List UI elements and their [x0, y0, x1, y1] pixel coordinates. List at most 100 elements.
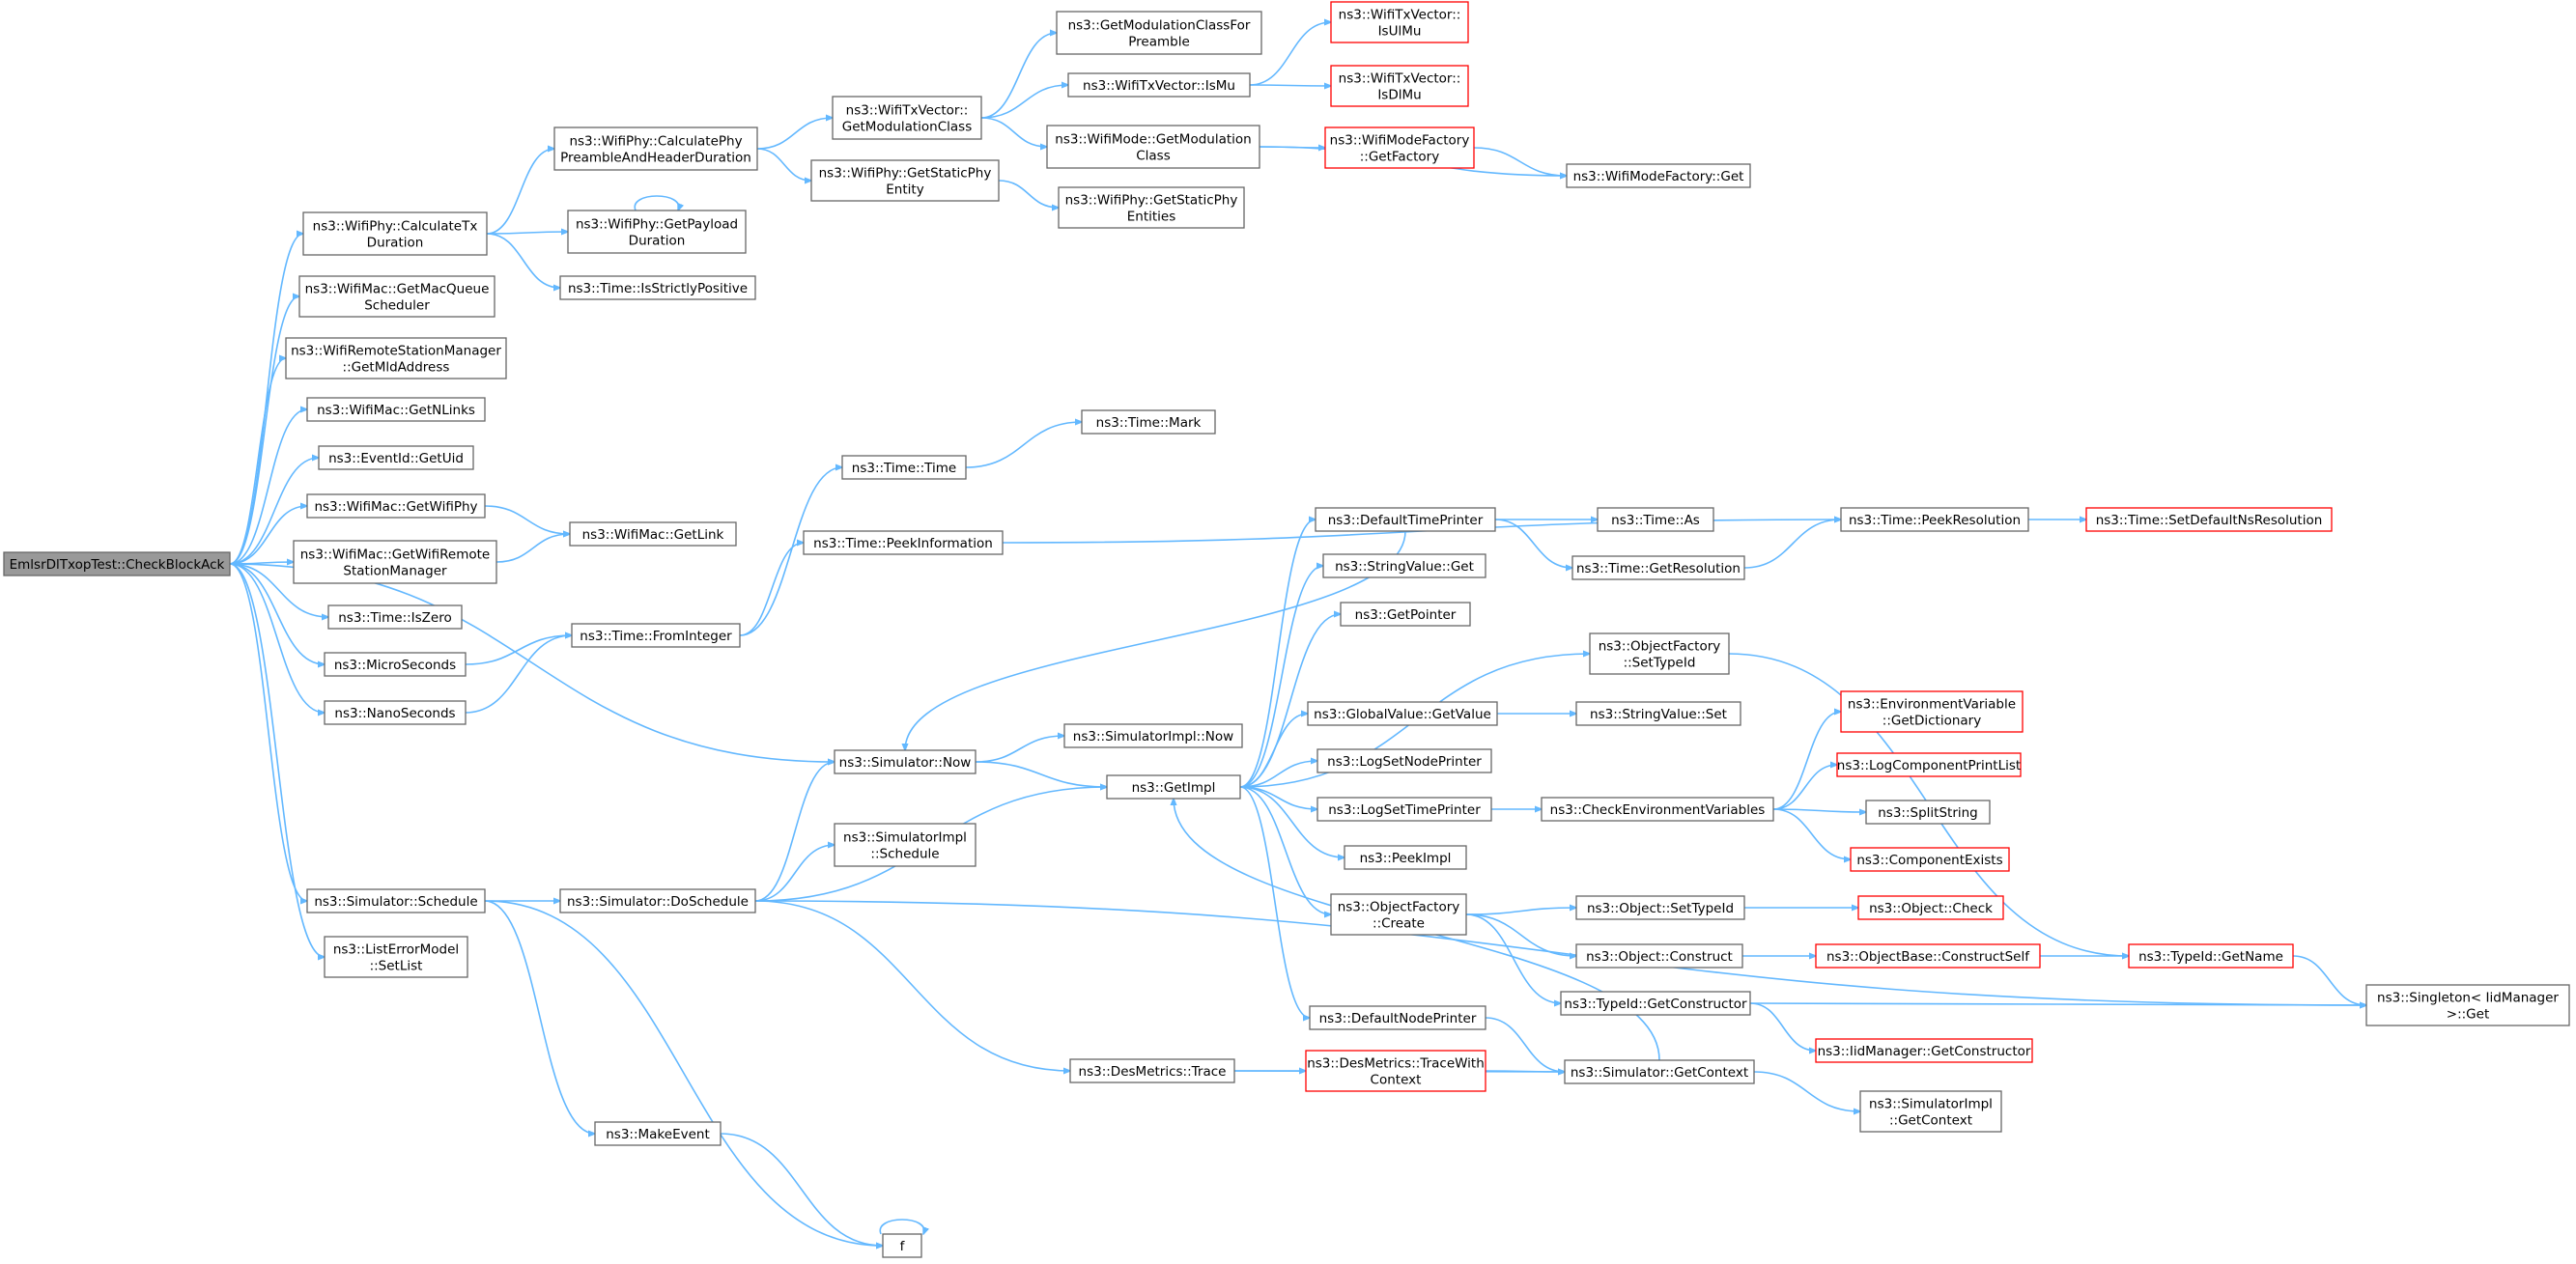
node-checkenvvars[interactable]: ns3::CheckEnvironmentVariables — [1541, 797, 1774, 822]
node-sim-schedule[interactable]: ns3::Simulator::Schedule — [306, 888, 486, 913]
node-iidmgr-getctor[interactable]: ns3::IidManager::GetConstructor — [1815, 1038, 2033, 1063]
edge-getpayload-to-getpayload — [634, 195, 678, 211]
node-box — [302, 211, 488, 256]
node-modefactory-get[interactable]: ns3::WifiModeFactory::Get — [1566, 163, 1751, 188]
node-microseconds[interactable]: ns3::MicroSeconds — [324, 652, 467, 677]
node-objfactory-settypeid[interactable]: ns3::ObjectFactory::SetTypeId — [1589, 632, 1730, 675]
node-singleton-get[interactable]: ns3::Singleton< IidManager>::Get — [2365, 984, 2570, 1026]
node-label: ns3::Simulator::DoSchedule — [567, 894, 749, 910]
node-isstrictlypos[interactable]: ns3::Time::IsStrictlyPositive — [559, 275, 756, 300]
node-eventid-getuid[interactable]: ns3::EventId::GetUid — [318, 445, 474, 470]
node-label: ns3::EnvironmentVariable — [1848, 697, 2016, 713]
edge-root-to-getwifiphy — [229, 506, 307, 565]
node-time-time[interactable]: ns3::Time::Time — [841, 455, 967, 480]
node-getnlinks[interactable]: ns3::WifiMac::GetNLinks — [306, 397, 486, 422]
node-label: ns3::WifiMac::GetWifiPhy — [314, 499, 477, 515]
node-time-setdefaultres[interactable]: ns3::Time::SetDefaultNsResolution — [2085, 507, 2333, 532]
node-getimpl[interactable]: ns3::GetImpl — [1106, 774, 1241, 800]
node-time-mark[interactable]: ns3::Time::Mark — [1081, 409, 1216, 435]
node-label: ::SetList — [370, 959, 423, 974]
node-label: ns3::StringValue::Set — [1590, 707, 1727, 722]
node-modefactory-getfactory[interactable]: ns3::WifiModeFactory::GetFactory — [1324, 126, 1475, 169]
node-label: ::GetContext — [1889, 1113, 1972, 1129]
node-getmldaddr[interactable]: ns3::WifiRemoteStationManager::GetMldAdd… — [285, 337, 507, 379]
node-time-getres[interactable]: ns3::Time::GetResolution — [1571, 555, 1745, 580]
node-seterrlist[interactable]: ns3::ListErrorModel::SetList — [324, 936, 468, 978]
node-globalvalue-get[interactable]: ns3::GlobalValue::GetValue — [1307, 701, 1498, 726]
node-txvec-getmod[interactable]: ns3::WifiTxVector::GetModulationClass — [832, 96, 982, 140]
node-time-as[interactable]: ns3::Time::As — [1597, 507, 1714, 532]
node-label: ns3::WifiPhy::GetPayload — [576, 217, 738, 233]
node-simimpl-sched[interactable]: ns3::SimulatorImpl::Schedule — [834, 823, 977, 867]
node-label: IsDlMu — [1377, 88, 1421, 103]
node-isulmu[interactable]: ns3::WifiTxVector::IsUlMu — [1330, 1, 1469, 43]
node-label: ns3::GetImpl — [1132, 780, 1216, 796]
node-box — [2128, 943, 2294, 969]
node-box — [567, 210, 747, 254]
node-stringvalue-get[interactable]: ns3::StringValue::Get — [1322, 553, 1486, 578]
node-calcphypreamble[interactable]: ns3::WifiPhy::CalculatePhyPreambleAndHea… — [553, 126, 758, 171]
node-nanoseconds[interactable]: ns3::NanoSeconds — [324, 700, 467, 725]
node-logcompprintlist[interactable]: ns3::LogComponentPrintList — [1836, 752, 2022, 777]
node-fromint[interactable]: ns3::Time::FromInteger — [571, 623, 741, 648]
node-object-check[interactable]: ns3::Object::Check — [1857, 895, 2004, 920]
node-box — [594, 1121, 722, 1146]
node-label: ns3::MicroSeconds — [334, 658, 456, 673]
node-getwifiremote[interactable]: ns3::WifiMac::GetWifiRemoteStationManage… — [293, 540, 497, 584]
node-box — [882, 1233, 922, 1258]
node-peekimpl[interactable]: ns3::PeekImpl — [1344, 845, 1467, 870]
node-box — [559, 275, 756, 300]
node-defaulttimeprinter[interactable]: ns3::DefaultTimePrinter — [1315, 507, 1496, 532]
node-sim-getctx[interactable]: ns3::Simulator::GetContext — [1564, 1059, 1755, 1084]
edge-time_getres-to-time_peekres — [1743, 520, 1841, 569]
node-txvec-ismu[interactable]: ns3::WifiTxVector::IsMu — [1067, 72, 1251, 98]
node-label: >::Get — [2447, 1007, 2489, 1023]
node-root[interactable]: EmlsrDlTxopTest::CheckBlockAck — [3, 551, 231, 576]
node-simimpl-now[interactable]: ns3::SimulatorImpl::Now — [1063, 723, 1243, 748]
node-label: ns3::DesMetrics::TraceWith — [1307, 1056, 1485, 1072]
edge-getwifiremote-to-getlink — [495, 534, 570, 563]
node-defaultnodeprinter[interactable]: ns3::DefaultNodePrinter — [1309, 1005, 1486, 1030]
node-objbase-constructself[interactable]: ns3::ObjectBase::ConstructSelf — [1815, 943, 2041, 969]
node-peekinfo[interactable]: ns3::Time::PeekInformation — [803, 530, 1004, 555]
node-getpointer[interactable]: ns3::GetPointer — [1340, 602, 1471, 627]
node-typeid-getname[interactable]: ns3::TypeId::GetName — [2128, 943, 2294, 969]
node-objfactory-create[interactable]: ns3::ObjectFactory::Create — [1330, 893, 1467, 936]
node-object-construct[interactable]: ns3::Object::Construct — [1575, 943, 1743, 969]
node-splitstring[interactable]: ns3::SplitString — [1865, 800, 1991, 825]
node-label: ns3::Time::Time — [852, 461, 956, 476]
node-label: Entities — [1127, 210, 1176, 225]
node-label: ns3::WifiMode::GetModulation — [1055, 132, 1251, 148]
edge-fromint-to-peekinfo — [739, 543, 804, 636]
node-object-settypeid[interactable]: ns3::Object::SetTypeId — [1575, 895, 1745, 920]
node-getwifiphy[interactable]: ns3::WifiMac::GetWifiPhy — [306, 493, 486, 519]
node-desmetrics-trace[interactable]: ns3::DesMetrics::Trace — [1069, 1058, 1235, 1083]
node-componentexists[interactable]: ns3::ComponentExists — [1850, 847, 2010, 872]
node-logsettimeprinter[interactable]: ns3::LogSetTimePrinter — [1316, 797, 1492, 822]
node-stringvalue-set[interactable]: ns3::StringValue::Set — [1575, 701, 1741, 726]
node-f[interactable]: f — [882, 1233, 922, 1258]
node-time-peekres[interactable]: ns3::Time::PeekResolution — [1840, 507, 2029, 532]
node-isdlmu[interactable]: ns3::WifiTxVector::IsDlMu — [1330, 65, 1469, 107]
node-getlink[interactable]: ns3::WifiMac::GetLink — [569, 521, 737, 547]
node-envvar-getdict[interactable]: ns3::EnvironmentVariable::GetDictionary — [1840, 690, 2024, 733]
node-logsetnodeprinter[interactable]: ns3::LogSetNodePrinter — [1316, 748, 1492, 773]
node-simimpl-getctx[interactable]: ns3::SimulatorImpl::GetContext — [1859, 1090, 2002, 1133]
node-label: ::GetDictionary — [1882, 714, 1981, 729]
node-label: Duration — [629, 234, 686, 249]
node-sim-now[interactable]: ns3::Simulator::Now — [834, 749, 977, 774]
node-wifimode-getmod[interactable]: ns3::WifiMode::GetModulationClass — [1046, 125, 1260, 169]
node-box — [1106, 774, 1241, 800]
node-time-iszero[interactable]: ns3::Time::IsZero — [327, 604, 463, 630]
node-makeevent[interactable]: ns3::MakeEvent — [594, 1121, 722, 1146]
edge-typeid_getname-to-singleton_get — [2292, 955, 2366, 1005]
node-typeid-getctor[interactable]: ns3::TypeId::GetConstructor — [1560, 991, 1751, 1016]
node-doschedule[interactable]: ns3::Simulator::DoSchedule — [559, 888, 756, 913]
